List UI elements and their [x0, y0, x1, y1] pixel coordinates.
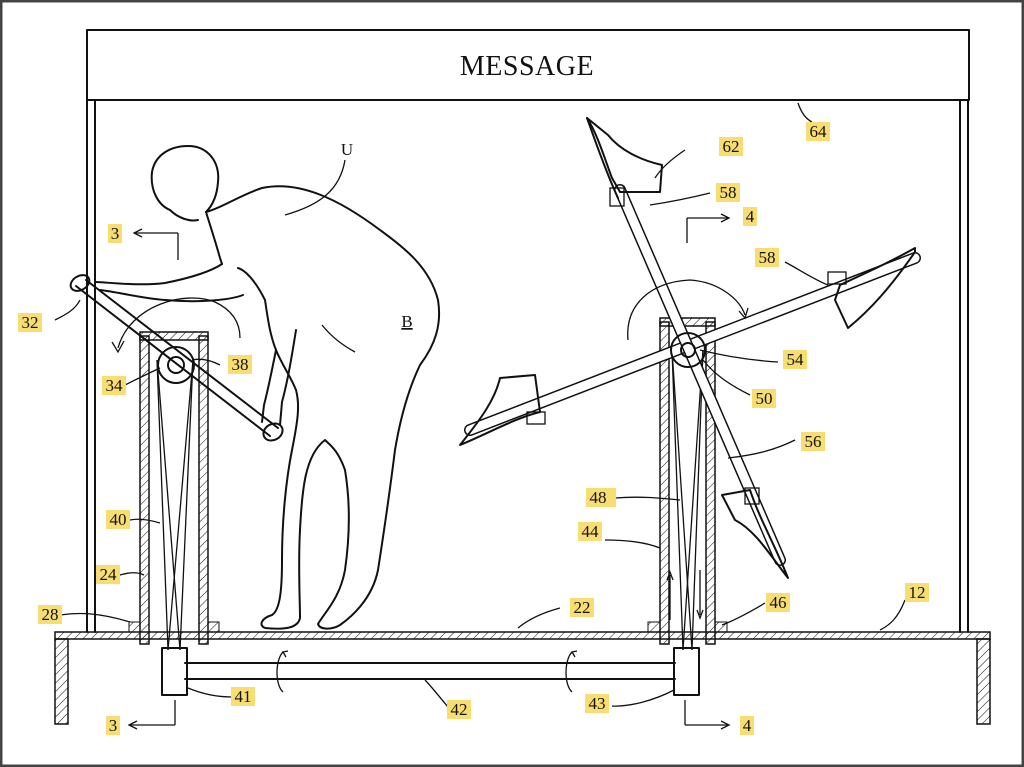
- floor-platform: [54, 631, 991, 725]
- label-4-top: 4: [746, 207, 755, 226]
- highlights: [18, 122, 929, 735]
- label-3-bottom: 3: [109, 716, 118, 735]
- label-43: 43: [589, 694, 606, 713]
- label-40: 40: [110, 510, 127, 529]
- label-46: 46: [770, 593, 787, 612]
- label-b: B: [401, 312, 412, 331]
- label-u: U: [341, 140, 353, 159]
- section-markers: [127, 213, 731, 730]
- label-62: 62: [723, 137, 740, 156]
- message-banner: [86, 29, 970, 101]
- reference-labels: 64 62 58 4 58 U B 3 32 38 34 40 24 28 22…: [22, 122, 926, 735]
- label-58-right: 58: [759, 248, 776, 267]
- label-38: 38: [232, 355, 249, 374]
- drive-shaft: [161, 647, 700, 696]
- label-3-top: 3: [111, 224, 120, 243]
- label-22: 22: [574, 598, 591, 617]
- label-34: 34: [106, 376, 124, 395]
- label-58-top: 58: [720, 183, 737, 202]
- label-12: 12: [909, 583, 926, 602]
- label-28: 28: [42, 605, 59, 624]
- label-42: 42: [451, 700, 468, 719]
- label-32: 32: [22, 313, 39, 332]
- label-24: 24: [100, 565, 118, 584]
- enclosure: [86, 29, 970, 633]
- right-column: [459, 117, 921, 651]
- label-54: 54: [787, 350, 805, 369]
- label-64: 64: [810, 122, 828, 141]
- label-56: 56: [805, 432, 822, 451]
- leader-lines: [54, 102, 906, 708]
- label-48: 48: [590, 488, 607, 507]
- label-44: 44: [582, 522, 600, 541]
- label-50: 50: [756, 389, 773, 408]
- label-4-bottom: 4: [743, 716, 752, 735]
- label-41: 41: [235, 687, 252, 706]
- left-column: [69, 274, 284, 651]
- user-figure: [95, 145, 441, 630]
- banner-title: MESSAGE: [460, 51, 594, 82]
